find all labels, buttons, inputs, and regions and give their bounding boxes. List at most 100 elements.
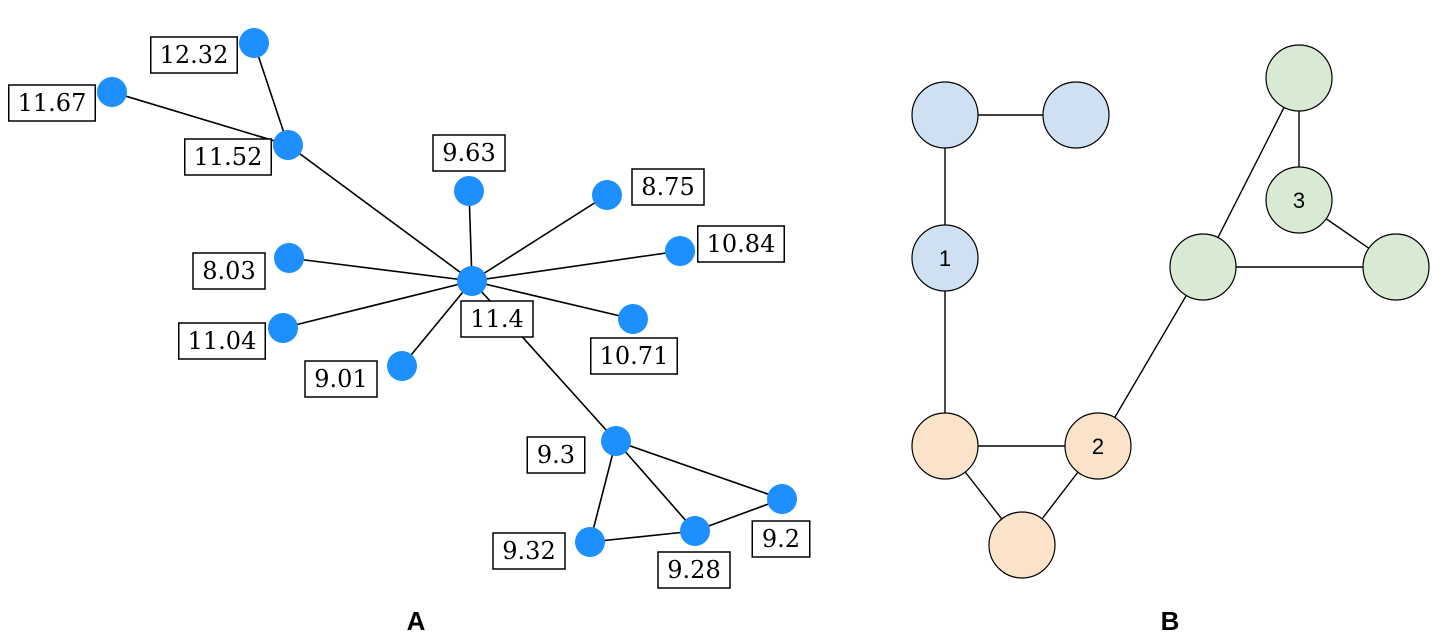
panel-b-network: 1 2 3 B [911,44,1430,636]
label-text-n_center: 11.4 [470,305,523,333]
label-text-n_1071: 10.71 [600,342,669,370]
label-n_803: 8.03 [192,252,266,290]
label-box-n_963 [432,134,506,172]
edge-n_803-n_center [288,257,473,282]
panel-a-letter: A [407,606,426,636]
edge-g3-g1 [1202,77,1300,268]
panel-b-edges [944,77,1397,546]
edge-n_top-n_hub2 [253,42,289,146]
node-circle-b2 [1042,81,1110,149]
label-n_1084: 10.84 [697,225,785,263]
panel-a-edges [111,42,783,543]
node-n_932 [575,527,605,557]
label-text-n_93: 9.3 [537,441,575,469]
node-n_1104 [268,313,298,343]
edge-n_1071-n_center [471,280,634,320]
label-box-n_901 [304,360,378,398]
node-o1 [911,412,979,480]
label-box-n_hub2 [184,138,272,176]
node-g1 [1265,44,1333,112]
label-box-n_top [150,36,238,74]
node-label-o2: 2 [1092,434,1104,459]
edge-n_932-n_928 [589,530,696,543]
node-label-g2: 3 [1293,188,1305,213]
node-o3 [988,511,1056,579]
label-box-n_1084 [697,225,785,263]
node-n_928 [680,516,710,546]
node-n_93 [601,426,631,456]
label-box-n_1071 [590,337,678,375]
label-box-n_932 [492,532,566,570]
node-g3 [1169,233,1237,301]
node-circle-o3 [988,511,1056,579]
node-circle-b3 [911,224,979,292]
label-box-n_928 [657,551,731,589]
node-n_92 [767,484,797,514]
label-n_center: 11.4 [460,300,534,338]
label-text-n_928: 9.28 [667,556,720,584]
label-n_left: 11.67 [8,84,96,122]
label-n_hub2: 11.52 [184,138,272,176]
label-box-n_center [460,300,534,338]
node-b1 [911,81,979,149]
node-n_1071 [618,304,648,334]
edge-n_left-n_hub2 [111,91,289,146]
node-circle-o2 [1064,412,1132,480]
node-circle-b1 [911,81,979,149]
node-n_901 [387,351,417,381]
node-label-b3: 1 [939,246,951,271]
label-text-n_963: 9.63 [442,139,495,167]
label-text-n_803: 8.03 [202,257,255,285]
node-n_top [239,28,269,58]
panel-b-nodes: 1 2 3 [911,44,1430,579]
label-n_1071: 10.71 [590,337,678,375]
label-text-n_92: 9.2 [762,525,800,553]
node-n_center [457,266,487,296]
node-circle-o1 [911,412,979,480]
edge-n_901-n_center [401,280,473,367]
node-circle-g3 [1169,233,1237,301]
panel-a-nodes [97,28,797,557]
label-n_top: 12.32 [150,36,238,74]
edge-n_875-n_center [471,194,608,282]
edge-n_1084-n_center [471,250,681,282]
label-text-n_left: 11.67 [18,89,87,117]
label-box-n_92 [751,520,811,558]
label-n_901: 9.01 [304,360,378,398]
label-box-n_875 [631,168,705,206]
label-box-n_803 [192,252,266,290]
label-n_875: 8.75 [631,168,705,206]
edge-n_963-n_center [468,190,473,282]
label-n_93: 9.3 [526,436,586,474]
edge-o2-g3 [1097,266,1204,447]
edge-n_93-n_92 [615,440,783,500]
node-b2 [1042,81,1110,149]
label-text-n_1104: 11.04 [188,327,257,355]
node-n_left [97,77,127,107]
edge-n_1104-n_center [282,280,473,329]
label-box-n_left [8,84,96,122]
node-n_803 [274,243,304,273]
node-circle-g2 [1265,166,1333,234]
label-n_1104: 11.04 [178,322,266,360]
label-text-n_932: 9.32 [502,537,555,565]
label-box-n_1104 [178,322,266,360]
panel-b-letter: B [1161,606,1180,636]
node-n_1084 [665,236,695,266]
label-n_928: 9.28 [657,551,731,589]
label-n_932: 9.32 [492,532,566,570]
edge-n_93-n_928 [615,440,696,532]
edge-n_hub2-n_center [287,144,473,282]
node-g4 [1362,233,1430,301]
edge-n_93-n_932 [589,440,617,543]
node-circle-g1 [1265,44,1333,112]
label-text-n_top: 12.32 [160,41,229,69]
label-text-n_1084: 10.84 [707,230,776,258]
node-n_963 [454,176,484,206]
edge-n_928-n_92 [694,498,783,532]
label-n_963: 9.63 [432,134,506,172]
node-n_875 [592,180,622,210]
